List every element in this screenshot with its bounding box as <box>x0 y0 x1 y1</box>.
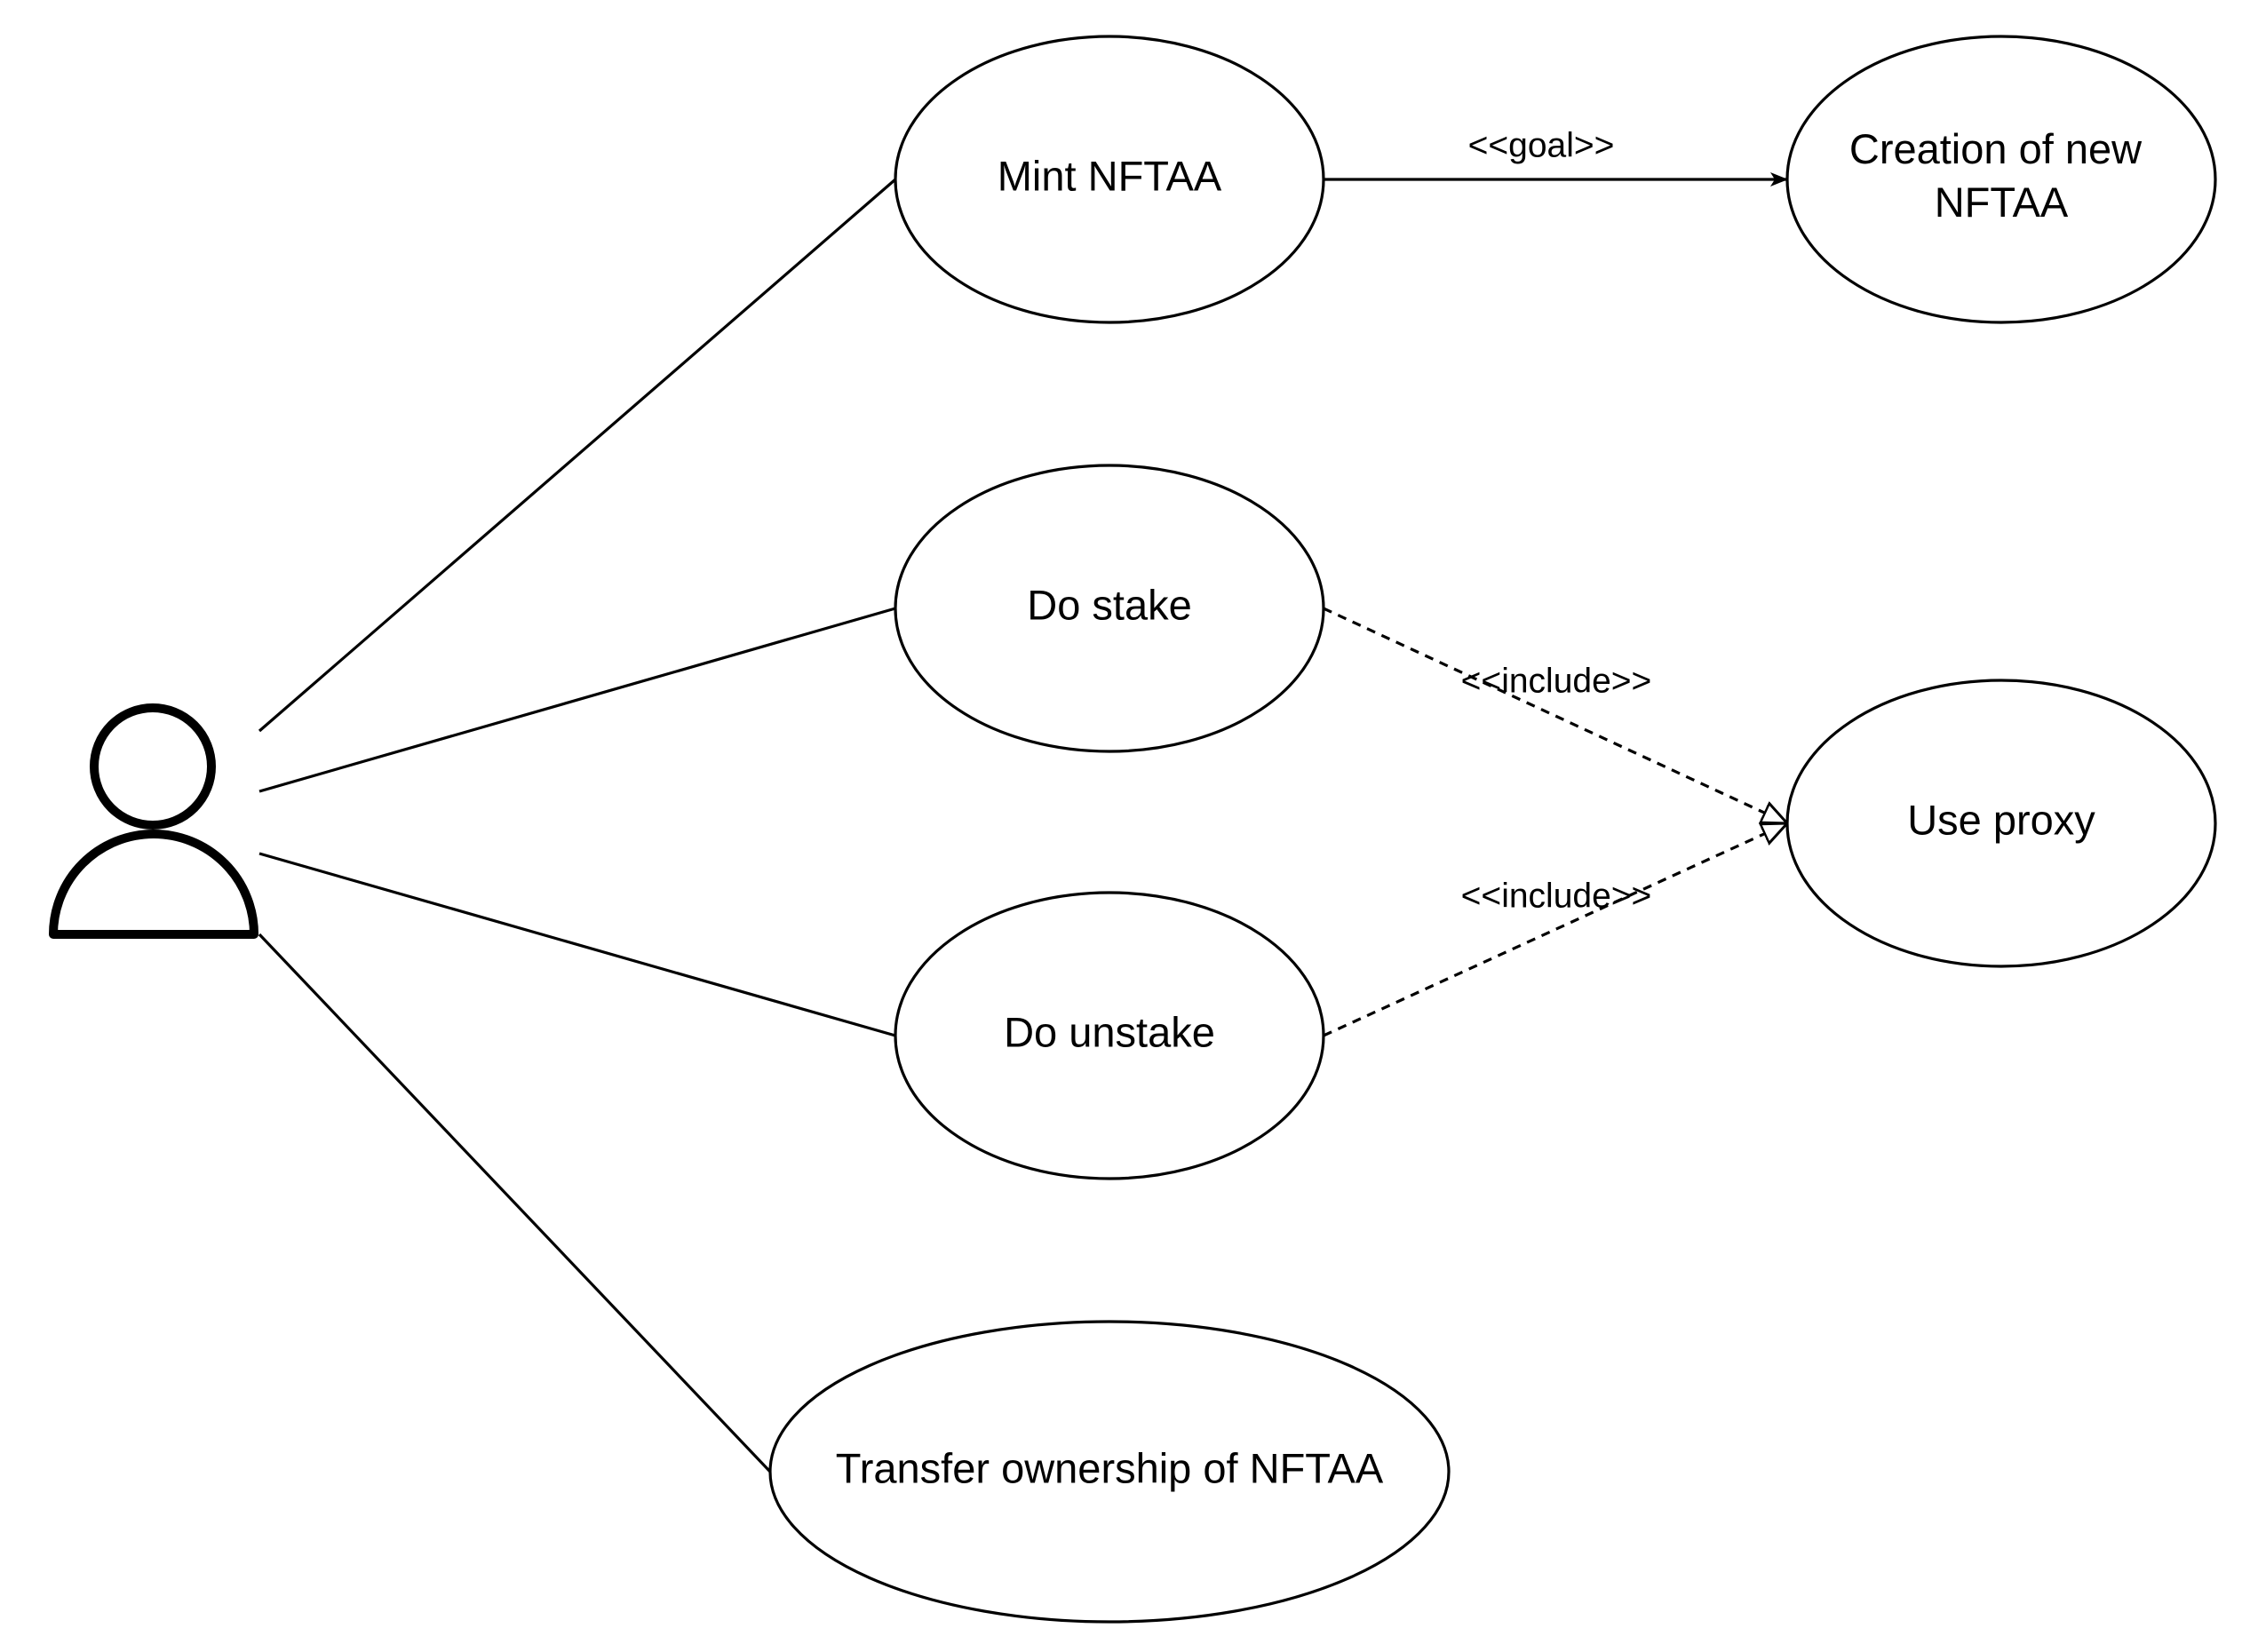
use-case-creation-label: Creation of new NFTAA <box>1849 125 2153 226</box>
use-case-mint: Mint NFTAA <box>894 35 1325 324</box>
association-transfer <box>258 933 772 1473</box>
use-case-proxy: Use proxy <box>1785 679 2217 968</box>
goal-label: <<goal>> <box>1468 126 1615 164</box>
association-unstake <box>258 852 896 1037</box>
use-case-creation: Creation of new NFTAA <box>1785 35 2217 324</box>
use-case-transfer-label: Transfer ownership of NFTAA <box>836 1444 1384 1491</box>
include-arrow-unstake <box>1323 823 1787 1037</box>
use-case-unstake-label: Do unstake <box>1004 1008 1215 1055</box>
use-case-stake: Do stake <box>894 464 1325 753</box>
association-mint <box>258 178 897 733</box>
use-case-proxy-label: Use proxy <box>1907 796 2095 843</box>
actor <box>49 703 258 939</box>
association-stake <box>258 607 896 793</box>
use-case-mint-label: Mint NFTAA <box>998 152 1222 199</box>
use-case-transfer: Transfer ownership of NFTAA <box>768 1320 1451 1624</box>
use-case-stake-label: Do stake <box>1027 581 1191 628</box>
use-case-creation-label-line2: NFTAA <box>1935 179 2069 226</box>
use-case-creation-label-line1: Creation of new <box>1849 125 2143 172</box>
include-label-unstake: <<include>> <box>1461 877 1652 915</box>
include-arrow-stake <box>1323 607 1787 823</box>
use-case-unstake: Do unstake <box>894 891 1325 1180</box>
include-label-stake: <<include>> <box>1461 662 1652 700</box>
user-icon <box>49 703 258 939</box>
